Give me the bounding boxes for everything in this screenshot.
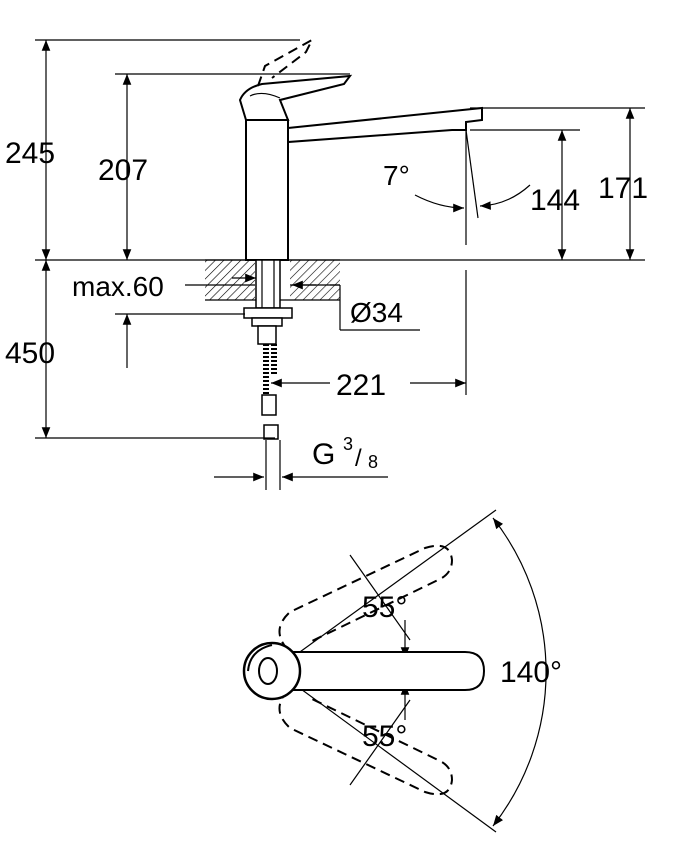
dim-max-thickness: max.60 (72, 271, 164, 302)
faucet-body (245, 119, 289, 261)
mounting-nut (243, 307, 293, 319)
dim-hole-diameter: Ø34 (350, 297, 403, 328)
dim-connection-den: 8 (368, 452, 378, 472)
handle-position-center (281, 651, 486, 691)
dim-swivel-range: 140° (500, 656, 562, 689)
lever-handle (238, 74, 353, 121)
mounting-stem (255, 259, 281, 309)
hose-connector (263, 424, 279, 440)
dim-spout-reach: 221 (336, 369, 386, 402)
spout (287, 106, 483, 144)
dim-spout-angle: 7° (383, 160, 410, 191)
dim-connection-g: G (312, 438, 335, 471)
dim-connection-num: 3 (343, 434, 353, 454)
lever-handle-raised (257, 37, 315, 87)
dim-body-height: 207 (98, 154, 148, 187)
handle-position-up (278, 544, 454, 651)
countertop-left (205, 260, 255, 300)
side-view (35, 37, 645, 490)
swivel-range-arc (492, 517, 547, 827)
dim-connection-slash: / (355, 445, 362, 472)
handle-position-down (278, 689, 454, 796)
dim-spout-clearance: 144 (530, 184, 580, 217)
countertop-right (290, 260, 340, 300)
top-view (242, 509, 547, 833)
spout-outlet-top (258, 657, 278, 685)
dim-handle-angle-up: 55° (362, 591, 407, 624)
dim-hose-length: 450 (5, 337, 55, 370)
dim-total-height: 245 (5, 137, 55, 170)
dim-handle-angle-down: 55° (362, 720, 407, 753)
dim-spout-height: 171 (598, 172, 648, 205)
